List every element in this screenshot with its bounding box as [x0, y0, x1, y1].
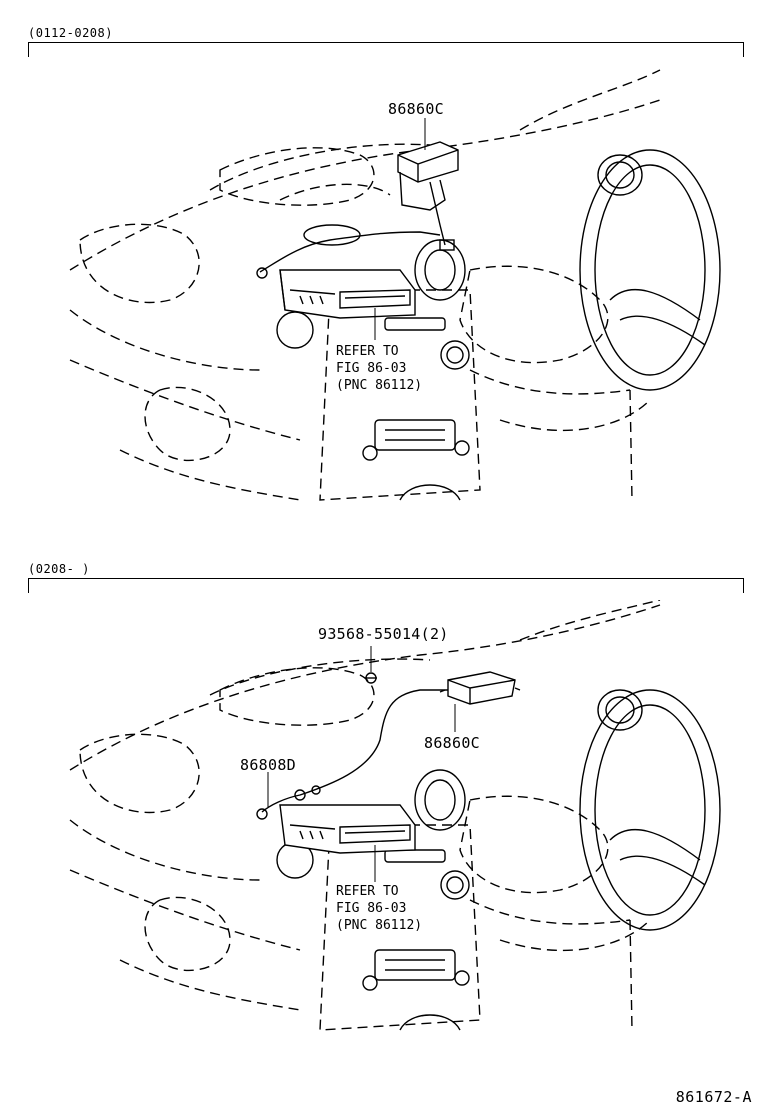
steering-wheel-outer — [579, 149, 721, 391]
section-2-model-range: (0208- ) — [28, 562, 90, 576]
reference-line-3: (PNC 86112) — [336, 918, 423, 933]
part-label-86808D: 86808D — [240, 756, 296, 774]
amplifier-module-86860C-2 — [439, 671, 521, 705]
reference-line-1: REFER TO — [336, 344, 399, 359]
radio-head-unit-2 — [279, 804, 416, 854]
reference-line-2: FIG 86-03 — [336, 361, 407, 376]
section-1-dashboard-illustration — [69, 69, 721, 501]
reference-note-1: REFER TO FIG 86-03 (PNC 86112) — [336, 343, 422, 394]
figure-id: 861672-A — [675, 1088, 752, 1106]
reference-line-2: FIG 86-03 — [336, 901, 407, 916]
reference-line-3: (PNC 86112) — [336, 378, 423, 393]
antenna-cable-2 — [261, 689, 450, 813]
right-vent — [597, 154, 643, 196]
climate-panel — [374, 419, 456, 451]
amplifier-module-86860C — [397, 141, 459, 251]
part-label-86860C: 86860C — [388, 100, 444, 118]
hvac-knob — [440, 340, 470, 370]
reference-note-2: REFER TO FIG 86-03 (PNC 86112) — [336, 883, 422, 934]
section-2-dashboard-illustration — [69, 600, 721, 1031]
antenna-cable — [259, 231, 441, 273]
section-2-bracket — [28, 578, 744, 593]
reference-line-1: REFER TO — [336, 884, 399, 899]
left-vent — [79, 223, 200, 304]
radio-head-unit — [279, 269, 416, 319]
part-label-86860C-2: 86860C — [424, 734, 480, 752]
part-label-93568-55014: 93568-55014(2) — [318, 625, 449, 643]
left-lower-vent — [144, 386, 231, 462]
section-1-model-range: (0112-0208) — [28, 26, 113, 40]
section-1-bracket — [28, 42, 744, 57]
